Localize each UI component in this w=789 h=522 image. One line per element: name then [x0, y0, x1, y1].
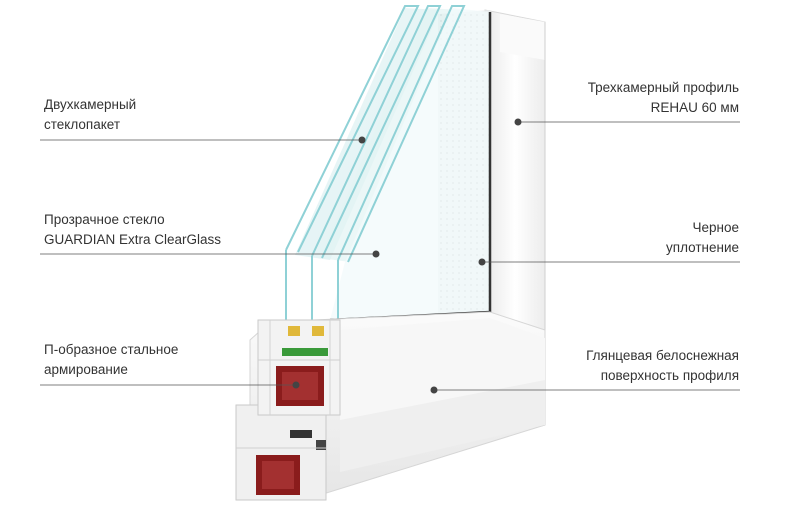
- callout-double-glazing: Двухкамерный стеклопакет: [44, 95, 136, 135]
- callout-clear-glass: Прозрачное стекло GUARDIAN Extra ClearGl…: [44, 210, 221, 250]
- callout-clear-glass-line2: GUARDIAN Extra ClearGlass: [44, 232, 222, 247]
- leader-dot-steel-reinforcement: [292, 381, 300, 389]
- leader-dot-seal: [478, 258, 486, 266]
- leader-lines: [40, 118, 740, 394]
- callout-surface-line1: Глянцевая белоснежная: [586, 348, 739, 363]
- callout-steel-reinforcement-line2: армирование: [44, 362, 128, 377]
- callout-seal-line2: уплотнение: [666, 240, 739, 255]
- callout-double-glazing-line1: Двухкамерный: [44, 97, 137, 112]
- callout-double-glazing-line2: стеклопакет: [44, 117, 121, 132]
- leader-dot-surface: [430, 386, 438, 394]
- callout-surface-line2: поверхность профиля: [600, 368, 739, 383]
- glass-unit: [285, 5, 492, 330]
- callout-steel-reinforcement: П-образное стальное армирование: [44, 340, 178, 380]
- leader-dot-clear-glass: [372, 250, 380, 258]
- callout-seal: Черное уплотнение: [666, 218, 739, 258]
- callout-profile-line2: REHAU 60 мм: [650, 100, 739, 115]
- callout-steel-reinforcement-line1: П-образное стальное: [44, 342, 179, 357]
- profile-cross-section: [235, 319, 341, 501]
- callout-seal-line1: Черное: [692, 220, 740, 235]
- callout-surface: Глянцевая белоснежная поверхность профил…: [586, 346, 739, 386]
- leader-dot-double-glazing: [358, 136, 366, 144]
- leader-dot-profile: [514, 118, 522, 126]
- callout-profile: Трехкамерный профиль REHAU 60 мм: [588, 78, 739, 118]
- callout-profile-line1: Трехкамерный профиль: [587, 80, 739, 95]
- callout-clear-glass-line1: Прозрачное стекло: [44, 212, 165, 227]
